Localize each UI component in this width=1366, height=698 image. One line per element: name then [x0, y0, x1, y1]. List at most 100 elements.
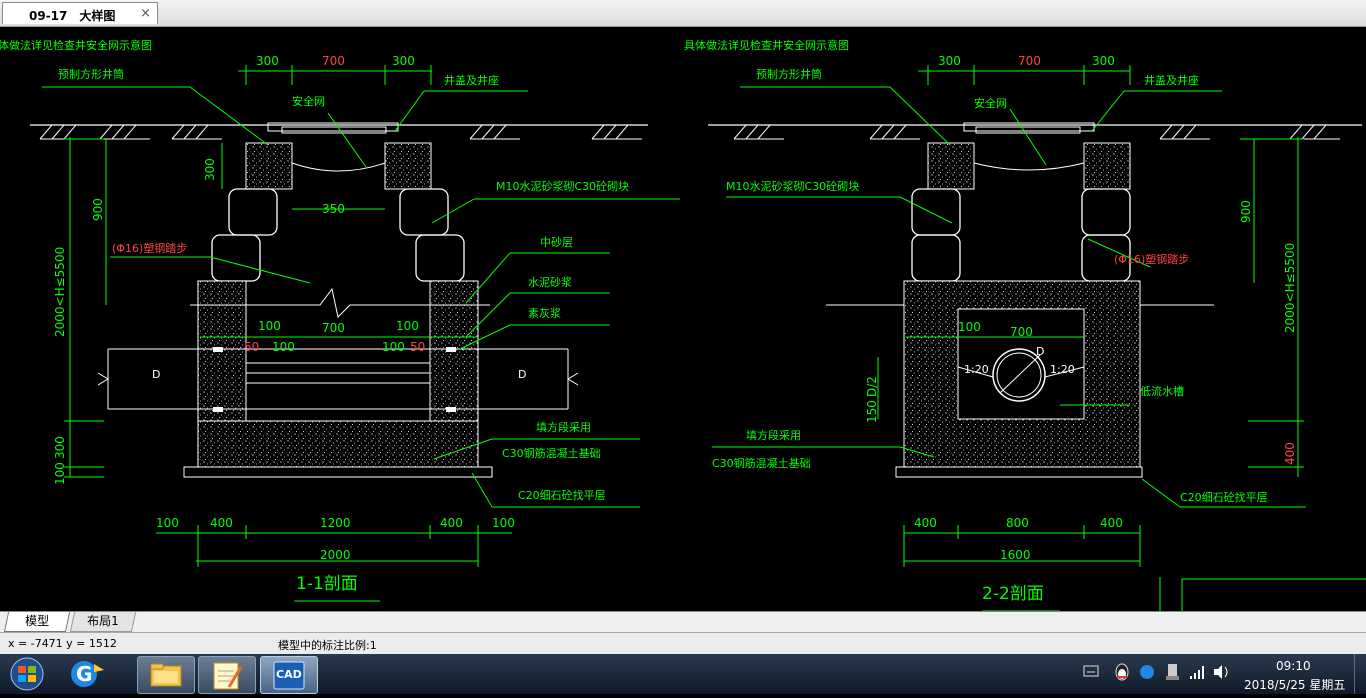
- dim-left-100c: 100: [272, 340, 295, 354]
- show-desktop-button[interactable]: [1354, 654, 1366, 694]
- system-tray: [1080, 654, 1366, 694]
- taskbar-explorer-button[interactable]: [137, 656, 195, 694]
- clock-date[interactable]: 2018/5/25 星期五: [1244, 678, 1346, 692]
- dim-left-700mid: 700: [322, 321, 345, 335]
- dim-left-700top: 700: [322, 54, 345, 68]
- left-cushion-label: C20细石砼找平层: [518, 488, 606, 502]
- dim-right-400: 400: [1283, 442, 1297, 465]
- right-cover-seat-label: 井盖及井座: [1144, 73, 1199, 87]
- start-button[interactable]: [5, 656, 55, 692]
- left-cover-seat-label: 井盖及井座: [444, 73, 499, 87]
- dim-right-h-range: 2000<H≤5500: [1283, 243, 1297, 333]
- dim-left-900: 900: [91, 198, 105, 221]
- dim-right-300a: 300: [938, 54, 961, 68]
- windows-logo-icon: [10, 657, 44, 691]
- dim-left-50b: 50: [410, 340, 425, 354]
- taskbar: G CAD 09:1: [0, 654, 1366, 694]
- dim-right-d-half: D/2: [865, 376, 879, 397]
- left-precast-shaft-label: 预制方形井筒: [58, 67, 124, 81]
- dim-right-b1600: 1600: [1000, 548, 1031, 562]
- dim-left-100base: 100: [53, 462, 67, 485]
- dim-right-100: 100: [958, 320, 981, 334]
- right-step-label: (Φ16)塑钢踏步: [1114, 252, 1189, 266]
- dim-right-150: 150: [865, 400, 879, 423]
- browser-g-icon: G: [71, 661, 104, 687]
- right-slope-left: 1:20: [964, 363, 989, 376]
- tab-layout1[interactable]: 布局1: [69, 612, 137, 632]
- keyboard-icon[interactable]: [1083, 665, 1099, 677]
- dim-right-900: 900: [1239, 200, 1253, 223]
- right-section-title: 2-2剖面: [982, 584, 1044, 604]
- clock-time[interactable]: 09:10: [1276, 659, 1311, 673]
- browser-tray-icon[interactable]: [1140, 665, 1154, 679]
- dim-right-700top: 700: [1018, 54, 1041, 68]
- right-fill2-label: C30钢筋混凝土基础: [712, 456, 811, 470]
- notepad-icon: [213, 662, 243, 690]
- usb-device-icon[interactable]: [1166, 664, 1179, 680]
- annotation-scale-note: 模型中的标注比例:1: [278, 639, 377, 652]
- left-pipe-d-out: D: [518, 368, 526, 381]
- dim-left-100a: 100: [258, 319, 281, 333]
- dim-left-b400b: 400: [440, 516, 463, 530]
- section-1-1: 体做法详见检查井安全网示意图 预制方形井筒 井盖及井座 安全网 M10水泥砂浆砌…: [0, 38, 680, 602]
- drawing-canvas[interactable]: 体做法详见检查井安全网示意图 预制方形井筒 井盖及井座 安全网 M10水泥砂浆砌…: [0, 27, 1366, 611]
- right-flow-channel-label: 低流水槽: [1140, 384, 1184, 398]
- close-tab-icon[interactable]: ×: [140, 6, 151, 21]
- dim-right-b400b: 400: [1100, 516, 1123, 530]
- dim-right-700mid: 700: [1010, 325, 1033, 339]
- dim-left-300b: 300: [392, 54, 415, 68]
- document-tab[interactable]: 09-17 大样图 ×: [2, 2, 158, 24]
- qq-penguin-icon[interactable]: [1115, 663, 1129, 681]
- right-note-label: 具体做法详见检查井安全网示意图: [684, 38, 849, 52]
- dim-left-b2000: 2000: [320, 548, 351, 562]
- taskbar-notes-button[interactable]: [198, 656, 256, 694]
- left-section-title: 1-1剖面: [296, 574, 358, 594]
- signal-icon[interactable]: [1190, 666, 1204, 679]
- left-pipe-d-in: D: [152, 368, 160, 381]
- cad-icon-label: CAD: [276, 668, 302, 681]
- right-precast-shaft-label: 预制方形井筒: [756, 67, 822, 81]
- left-cement-mortar-label: 水泥砂浆: [528, 275, 572, 289]
- document-tab-bar: 09-17 大样图 ×: [0, 0, 1366, 27]
- taskbar-browser-button[interactable]: G: [62, 656, 114, 692]
- document-tab-title: 09-17 大样图: [29, 9, 116, 23]
- tab-model[interactable]: 模型: [3, 612, 71, 632]
- left-fill2-label: C30钢筋混凝土基础: [502, 446, 601, 460]
- dim-left-300base: 300: [53, 436, 67, 459]
- dim-left-b100b: 100: [492, 516, 515, 530]
- dim-left-300side: 300: [203, 158, 217, 181]
- taskbar-cad-button[interactable]: CAD: [260, 656, 318, 694]
- folder-icon: [150, 663, 182, 687]
- dim-right-b400a: 400: [914, 516, 937, 530]
- dim-left-h-range: 2000<H≤5500: [53, 247, 67, 337]
- dim-left-b100a: 100: [156, 516, 179, 530]
- left-note-label: 体做法详见检查井安全网示意图: [0, 38, 152, 52]
- right-pipe-d: D: [1036, 345, 1044, 358]
- left-step-label: (Φ16)塑钢踏步: [112, 241, 187, 255]
- section-2-2: 具体做法详见检查井安全网示意图 预制方形井筒 井盖及井座 安全网 M10水泥砂浆…: [684, 38, 1366, 611]
- left-plain-slurry-label: 素灰浆: [528, 306, 561, 320]
- left-safety-net-label: 安全网: [292, 94, 325, 108]
- dim-left-350: 350: [322, 202, 345, 216]
- layout-tab-bar: 模型 布局1: [0, 611, 1366, 632]
- left-mortar-block-label: M10水泥砂浆砌C30砼砌块: [496, 179, 629, 193]
- dim-left-b400a: 400: [210, 516, 233, 530]
- right-safety-net-label: 安全网: [974, 96, 1007, 110]
- dim-right-b800: 800: [1006, 516, 1029, 530]
- dim-right-300b: 300: [1092, 54, 1115, 68]
- right-slope-right: 1:20: [1050, 363, 1075, 376]
- dim-left-50a: 50: [244, 340, 259, 354]
- left-fill1-label: 填方段采用: [536, 420, 591, 434]
- right-cushion-label: C20细石砼找平层: [1180, 490, 1268, 504]
- right-mortar-block-label: M10水泥砂浆砌C30砼砌块: [726, 179, 859, 193]
- cad-app-icon: [273, 661, 305, 690]
- right-fill1-label: 填方段采用: [746, 428, 801, 442]
- dim-left-100b: 100: [396, 319, 419, 333]
- dim-left-b1200: 1200: [320, 516, 351, 530]
- cad-drawing: 体做法详见检查井安全网示意图 预制方形井筒 井盖及井座 安全网 M10水泥砂浆砌…: [0, 38, 1366, 611]
- dim-left-100d: 100: [382, 340, 405, 354]
- coordinate-readout: x = -7471 y = 1512: [8, 637, 117, 650]
- dim-left-300a: 300: [256, 54, 279, 68]
- volume-icon[interactable]: [1214, 665, 1228, 679]
- svg-text:G: G: [76, 662, 92, 686]
